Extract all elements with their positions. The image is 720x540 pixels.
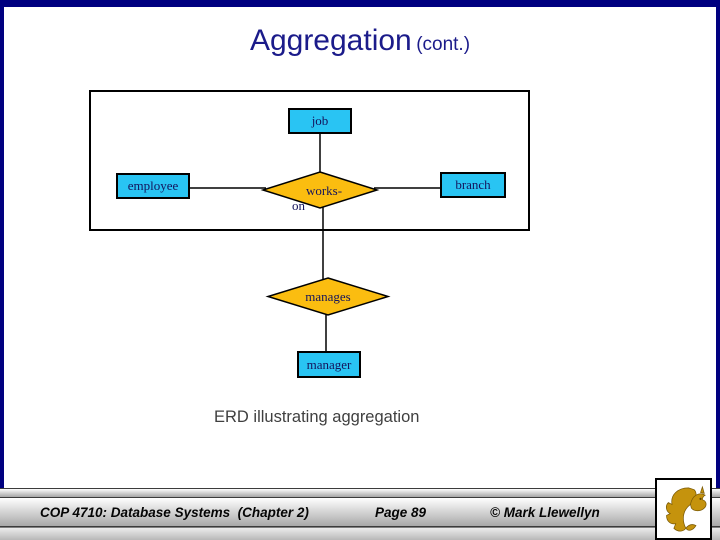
- entity-branch-label: branch: [455, 177, 491, 192]
- footer-page-number: Page 89: [375, 504, 427, 520]
- footer-bevel-strip-bottom: [0, 527, 720, 540]
- works-on-label-line1: works-: [305, 183, 343, 198]
- entity-employee: employee: [116, 173, 190, 199]
- pegasus-icon: [665, 485, 706, 532]
- works-on-label-line2: on: [292, 198, 305, 213]
- right-border: [716, 0, 720, 489]
- manages-label: manages: [305, 289, 351, 304]
- slide-title-main: Aggregation: [249, 24, 412, 57]
- entity-job: job: [288, 108, 352, 134]
- entity-branch: branch: [440, 172, 506, 198]
- entity-manager-label: manager: [306, 356, 352, 372]
- left-border: [0, 0, 4, 489]
- entity-employee-label: employee: [127, 178, 179, 193]
- slide-title: Aggregation (cont.): [0, 24, 720, 58]
- pegasus-ear: [699, 485, 705, 494]
- works-on-diamond: [260, 171, 380, 209]
- footer-bar: COP 4710: Database Systems (Chapter 2) P…: [0, 498, 720, 527]
- entity-job-label: job: [311, 113, 329, 128]
- logo-box: [655, 478, 712, 540]
- pegasus-head: [689, 493, 706, 512]
- slide-title-suffix: (cont.): [416, 34, 471, 55]
- pegasus-tail: [684, 524, 696, 531]
- aggregation-boundary-box: [89, 90, 530, 231]
- diagram-caption: ERD illustrating aggregation: [214, 408, 420, 426]
- top-border-bar: [0, 0, 720, 7]
- footer-copyright: © Mark Llewellyn: [490, 504, 600, 520]
- footer-bevel-strip-top: [0, 488, 720, 498]
- footer-course-text: COP 4710: Database Systems (Chapter 2): [40, 504, 309, 520]
- manages-diamond: [265, 277, 391, 316]
- entity-manager: manager: [297, 351, 361, 378]
- pegasus-eye: [698, 497, 702, 500]
